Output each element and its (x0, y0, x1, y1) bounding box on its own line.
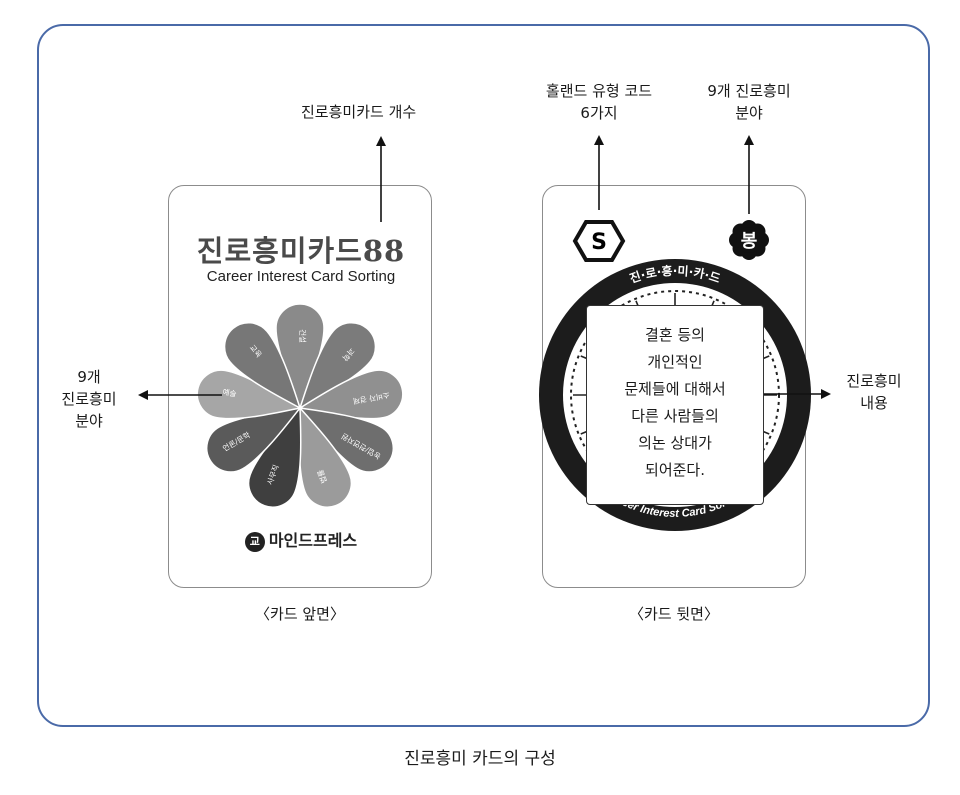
callout-line: 6가지 (580, 104, 618, 122)
content-line: 문제들에 대해서 (624, 380, 726, 398)
callout-front-fields: 9개 진로흥미 분야 (50, 366, 128, 432)
callout-line: 9개 (77, 368, 101, 386)
hex-letter: S (591, 230, 607, 255)
holland-code-hex-icon: S (572, 220, 626, 262)
caption-card-front: 〈카드 앞면〉 (255, 605, 345, 623)
card-front-title: 진로흥미카드88 (196, 234, 406, 268)
callout-line: 진로흥미 (846, 372, 902, 390)
petal-label: 건설 (298, 329, 308, 343)
callout-line: 진로흥미 (61, 390, 117, 408)
callout-content: 진로흥미 내용 (834, 370, 914, 414)
callout-line: 9개 진로흥미 (707, 82, 791, 100)
petal: 사무직 (247, 406, 302, 508)
petal: 과학 (298, 321, 377, 410)
content-line: 의논 상대가 (638, 434, 712, 452)
caption-card-back: 〈카드 뒷면〉 (629, 605, 719, 623)
petal: 법률 (298, 406, 353, 508)
callout-line: 내용 (860, 394, 888, 412)
petal-label: 예술 (222, 386, 237, 398)
petal: 교육 (223, 321, 302, 410)
svg-text:진·로·흥·미·카·드: 진·로·흥·미·카·드 (628, 263, 722, 286)
publisher-name: 마인드프레스 (268, 531, 358, 550)
content-line: 되어준다. (645, 461, 705, 479)
callout-back-field: 9개 진로흥미 분야 (694, 80, 804, 124)
content-line: 결혼 등의 (645, 326, 705, 344)
card-content-box: 결혼 등의 개인적인 문제들에 대해서 다른 사람들의 의논 상대가 되어준다. (586, 305, 764, 505)
callout-line: 홀랜드 유형 코드 (545, 82, 653, 100)
callout-line: 분야 (735, 104, 763, 122)
petal: 언론/문학 (206, 406, 302, 473)
field-flower-badge-icon: 봉 (729, 220, 769, 260)
callout-card-count: 진로흥미카드 개수 (301, 103, 417, 121)
callout-line: 분야 (75, 412, 103, 430)
callout-holland-code: 홀랜드 유형 코드 6가지 (524, 80, 674, 124)
diagram-frame (37, 24, 930, 727)
badge-letter: 봉 (741, 231, 758, 252)
content-line: 개인적인 (647, 353, 703, 371)
card-front-subtitle: Career Interest Card Sorting (206, 268, 396, 285)
content-line: 다른 사람들의 (631, 407, 719, 425)
publisher-logo-icon: 교 (244, 531, 265, 552)
figure-caption: 진로흥미 카드의 구성 (404, 749, 556, 769)
ring-top-text: 진·로·흥·미·카·드 (628, 263, 722, 286)
petal-label: 법률 (315, 468, 329, 484)
